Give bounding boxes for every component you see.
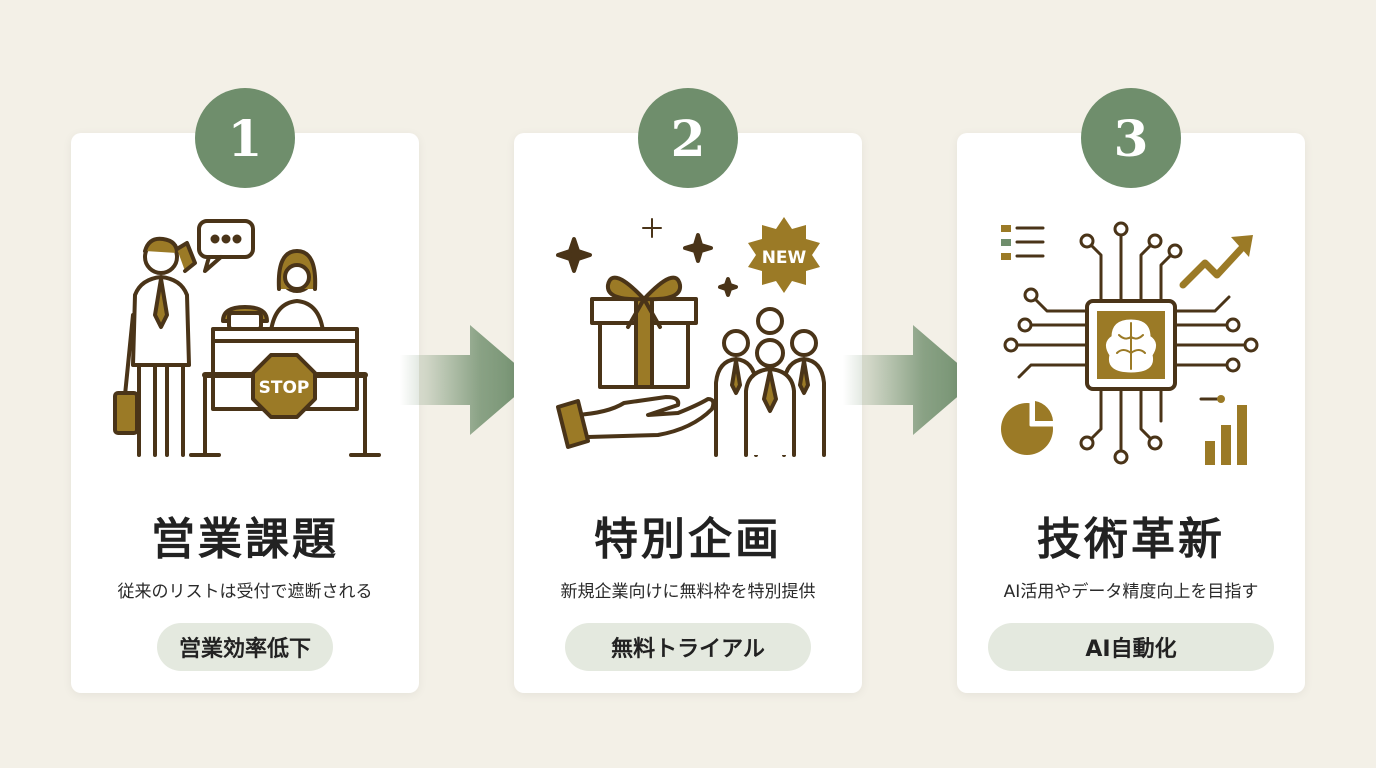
step-tag: 営業効率低下 — [157, 623, 333, 671]
step-card-3: 3 — [957, 88, 1305, 693]
step-number-badge: 3 — [1081, 88, 1181, 188]
arrow-right-icon — [843, 325, 977, 435]
step-title: 特別企画 — [594, 514, 782, 565]
ai-chip-illustration — [1001, 221, 1259, 465]
arrow-right-icon — [400, 325, 534, 435]
step-description: AI活用やデータ精度向上を目指す — [1003, 582, 1259, 602]
step-title: 営業課題 — [151, 514, 339, 565]
step-description: 新規企業向けに無料枠を特別提供 — [560, 582, 816, 602]
stop-sign-text: STOP — [259, 378, 310, 398]
step-title: 技術革新 — [1037, 514, 1225, 565]
step-number-badge: 1 — [195, 88, 295, 188]
step-tag: AI自動化 — [988, 623, 1274, 671]
new-burst-text: NEW — [762, 248, 807, 268]
step-description: 従来のリストは受付で遮断される — [117, 582, 373, 602]
step-card-2: 2 — [514, 88, 862, 693]
step-number-badge: 2 — [638, 88, 738, 188]
step-card-1: 1 — [71, 88, 419, 693]
sales-blocked-illustration: STOP — [113, 219, 381, 457]
special-offer-illustration: NEW — [556, 217, 826, 457]
step-tag: 無料トライアル — [565, 623, 811, 671]
